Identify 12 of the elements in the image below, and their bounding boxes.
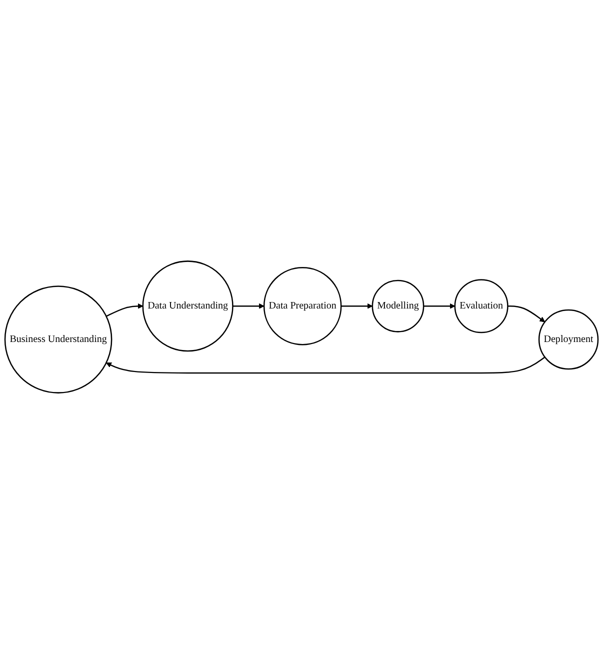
node-circle: Modelling <box>372 280 424 332</box>
arrow <box>232 303 264 309</box>
node-circle: Deployment <box>538 309 599 370</box>
node-circle: Data Understanding <box>142 260 234 352</box>
node-circle: Evaluation <box>454 279 508 334</box>
node-circle: Data Preparation <box>263 266 342 346</box>
arrow <box>341 303 373 309</box>
arrow <box>424 303 456 309</box>
arrow <box>106 356 546 374</box>
node-circle: Business Understanding <box>4 286 112 394</box>
arrow <box>106 303 144 317</box>
arrow <box>508 305 546 322</box>
